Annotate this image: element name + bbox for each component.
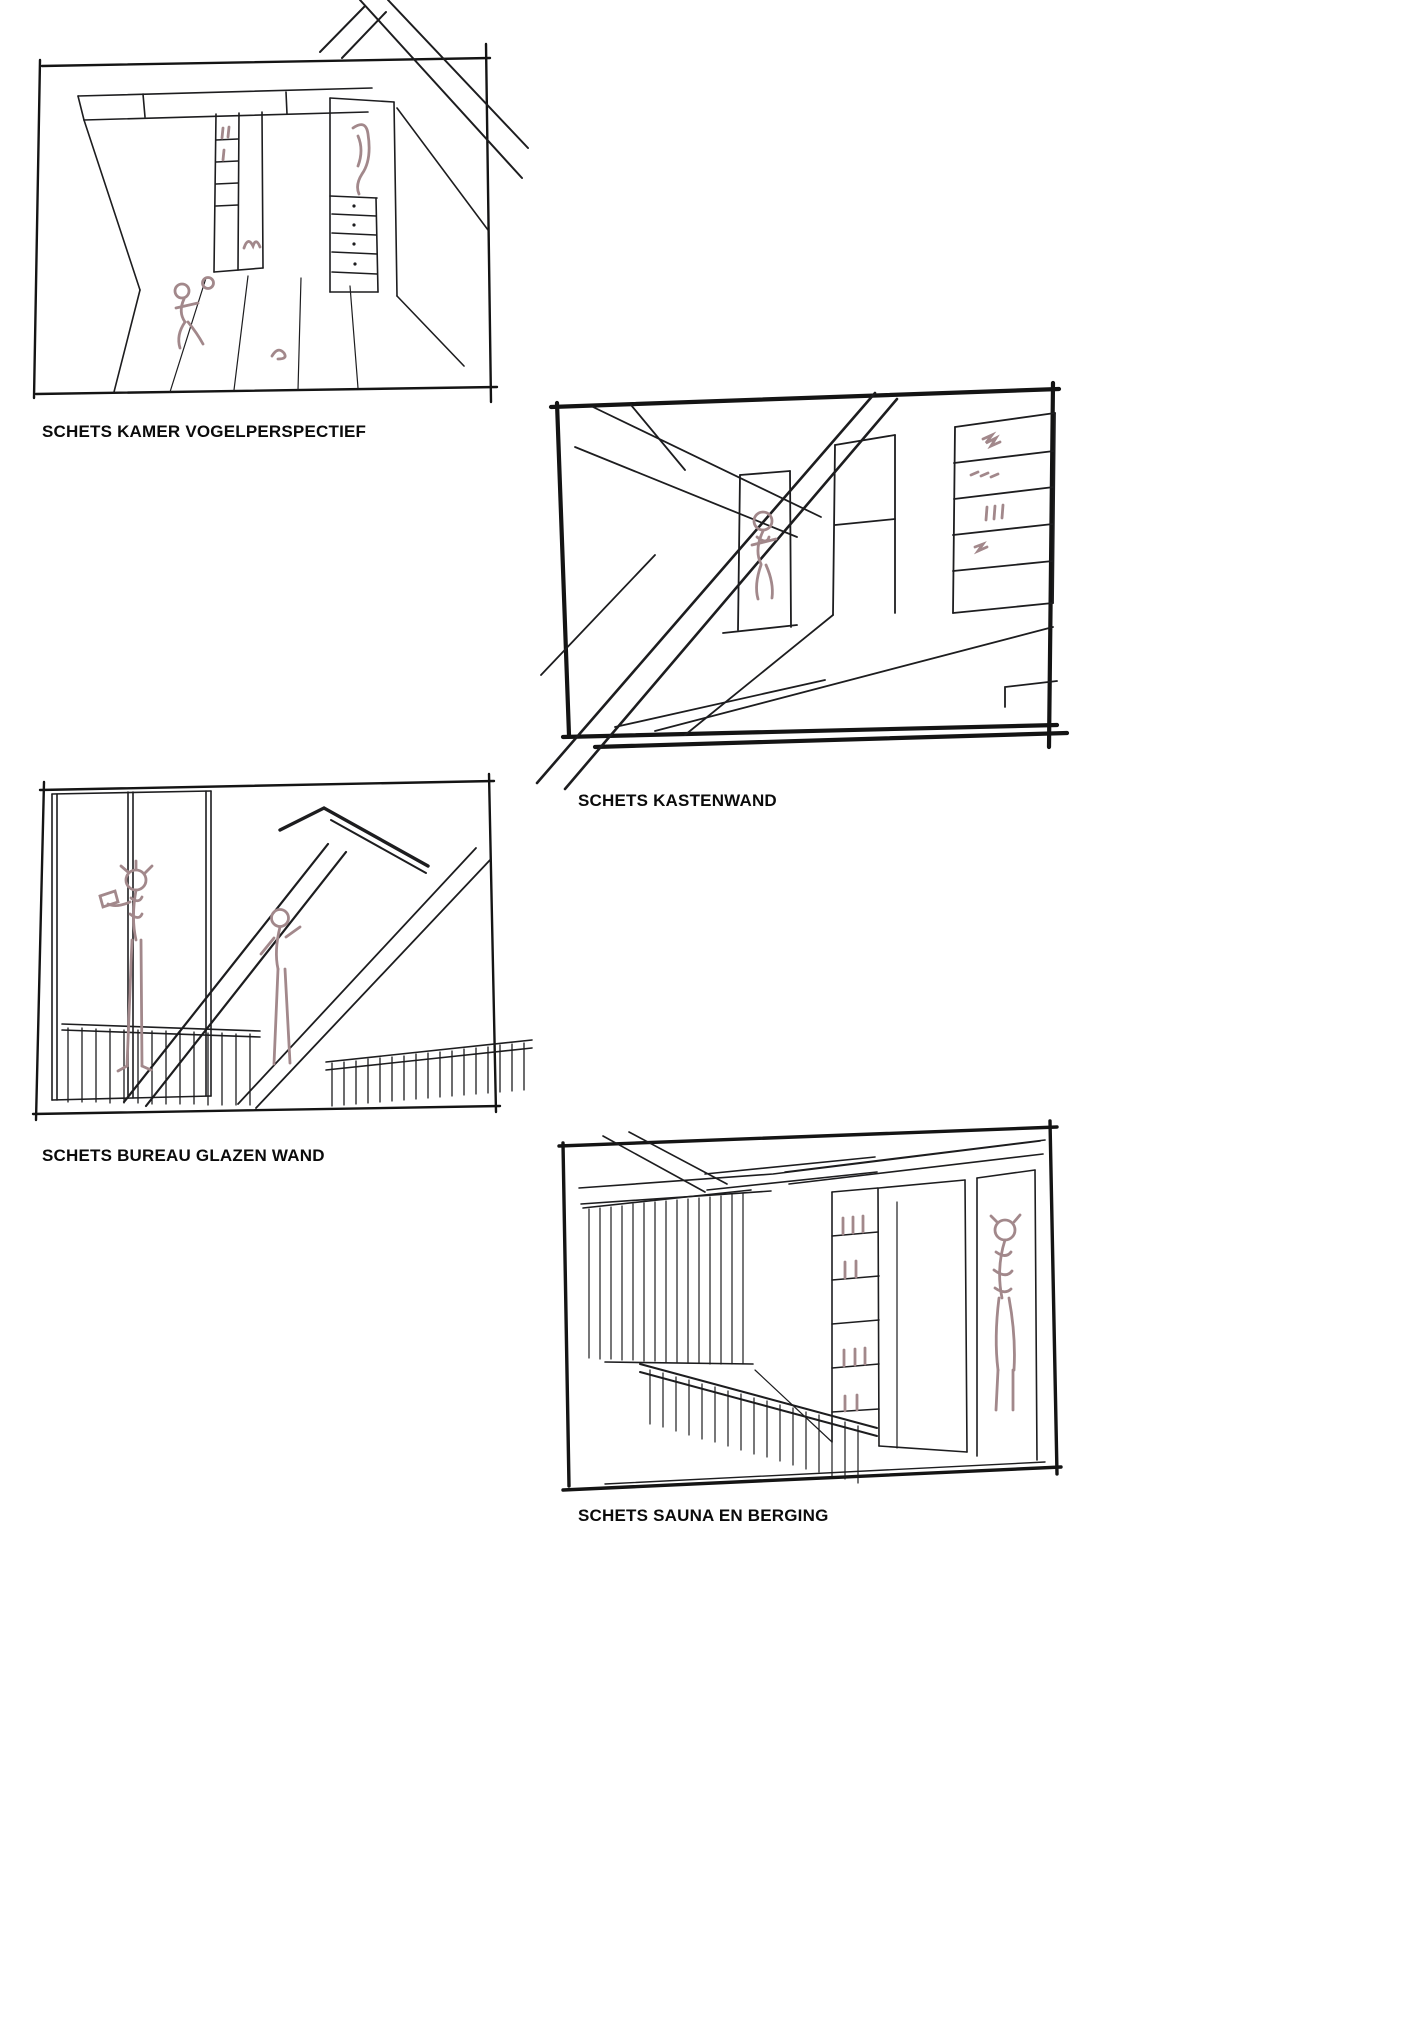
sauna-en-berging-drawing	[557, 1119, 1063, 1492]
kastenwand-drawing	[535, 380, 1070, 791]
sketch-kamer-vogelperspectief: SCHETS KAMER VOGELPERSPECTIEF	[20, 0, 529, 442]
bureau-glazen-wand-drawing	[31, 772, 533, 1122]
sketch-kastenwand: SCHETS KASTENWAND	[535, 375, 1075, 811]
sketch-caption-kastenwand: SCHETS KASTENWAND	[578, 791, 777, 810]
sketch-caption-bureau-glazen-wand: SCHETS BUREAU GLAZEN WAND	[42, 1146, 325, 1165]
kamer-vogelperspectief-drawing	[32, 0, 529, 404]
sketch-caption-kamer-vogelperspectief: SCHETS KAMER VOGELPERSPECTIEF	[42, 422, 367, 441]
sketch-sauna-en-berging: SCHETS SAUNA EN BERGING	[545, 1112, 1070, 1526]
sketch-caption-sauna-en-berging: SCHETS SAUNA EN BERGING	[578, 1506, 829, 1525]
sketch-bureau-glazen-wand: SCHETS BUREAU GLAZEN WAND	[28, 768, 533, 1166]
